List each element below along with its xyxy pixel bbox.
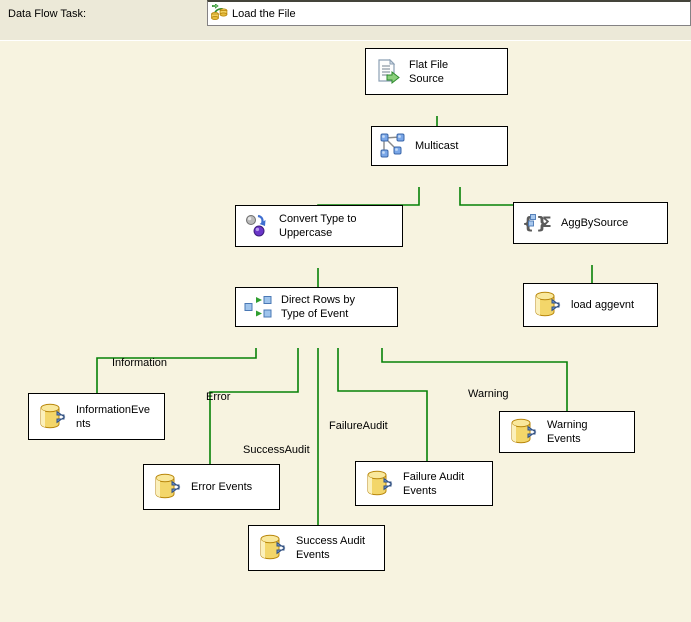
multicast-icon <box>380 133 406 159</box>
path-label-warning: Warning <box>468 388 509 400</box>
node-information-events[interactable]: InformationEvents <box>28 393 165 440</box>
path-label-error: Error <box>206 391 231 403</box>
conditional-split-icon <box>244 295 272 319</box>
node-convert-type-to-uppercase[interactable]: Convert Type to Uppercase <box>235 205 403 247</box>
node-label: AggBySource <box>561 217 629 229</box>
data-flow-task-bar: Data Flow Task: Load the File <box>0 0 691 41</box>
node-label: InformationEvents <box>76 403 150 430</box>
node-label: Convert Type to Uppercase <box>279 213 357 239</box>
node-success-audit-events[interactable]: Success Audit Events <box>248 525 385 571</box>
path-warning[interactable] <box>381 348 568 425</box>
path-information[interactable] <box>96 348 257 407</box>
node-label: Failure Audit Events <box>403 470 465 497</box>
node-multicast[interactable]: Multicast <box>371 126 508 166</box>
db-destination-icon <box>532 290 562 320</box>
db-destination-icon <box>508 417 538 447</box>
node-label: Multicast <box>415 140 459 152</box>
data-flow-task-label: Data Flow Task: <box>8 8 87 20</box>
db-destination-icon <box>257 533 287 563</box>
db-destination-icon <box>152 472 182 502</box>
path-error[interactable] <box>209 348 299 478</box>
node-label: load aggevnt <box>571 299 634 311</box>
node-direct-rows-by-type-of-event[interactable]: Direct Rows by Type of Event <box>235 287 398 327</box>
node-label: Direct Rows by Type of Event <box>281 294 355 320</box>
data-flow-task-name: Load the File <box>232 7 296 20</box>
db-destination-icon <box>37 402 67 432</box>
node-label: Flat File Source <box>409 58 449 85</box>
path-label-failureaudit: FailureAudit <box>329 420 388 432</box>
data-flow-task-icon <box>211 3 228 23</box>
node-warning-events[interactable]: Warning Events <box>499 411 635 453</box>
node-label: Error Events <box>191 481 253 493</box>
aggregate-icon: { } Σ <box>522 211 552 235</box>
svg-text:}: } <box>536 214 548 234</box>
node-label: Success Audit Events <box>296 535 366 561</box>
path-failureaudit[interactable] <box>337 348 428 475</box>
db-destination-icon <box>364 469 394 499</box>
node-aggbysource[interactable]: { } Σ AggBySource <box>513 202 668 244</box>
node-error-events[interactable]: Error Events <box>143 464 280 510</box>
path-label-successaudit: SuccessAudit <box>243 444 310 456</box>
node-failure-audit-events[interactable]: Failure Audit Events <box>355 461 493 506</box>
data-flow-task-selector[interactable]: Load the File <box>207 0 691 26</box>
path-label-information: Information <box>112 357 168 369</box>
data-conversion-icon <box>244 213 270 239</box>
node-label: Warning Events <box>547 419 588 445</box>
svg-text:Σ: Σ <box>542 215 552 231</box>
node-load-aggevnt[interactable]: load aggevnt <box>523 283 658 327</box>
node-flat-file-source[interactable]: Flat File Source <box>365 48 508 95</box>
flat-file-source-icon <box>374 58 400 85</box>
